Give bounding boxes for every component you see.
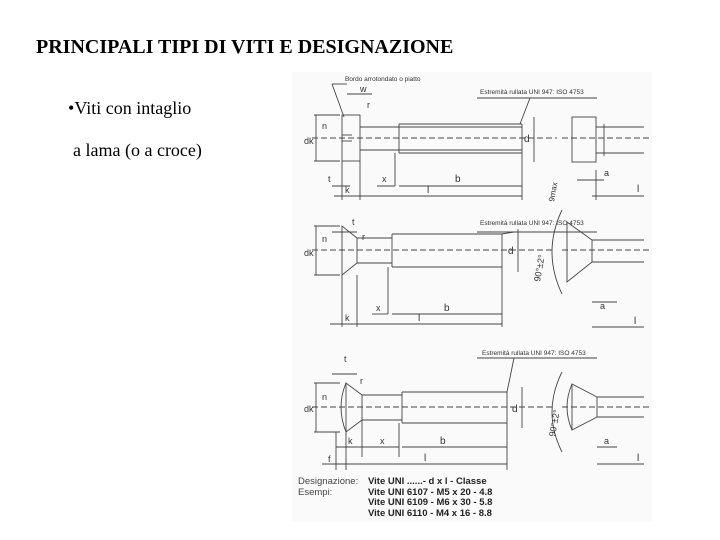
dim-k: k xyxy=(345,185,350,195)
example-item: Vite UNI 6109 - M6 x 30 - 5.8 xyxy=(368,497,493,508)
dim-l: l xyxy=(424,453,426,464)
bullet-marker: • xyxy=(68,98,75,118)
dim-b: b xyxy=(444,303,450,314)
dim-r: r xyxy=(360,376,363,386)
bullet-text: Viti con intaglio xyxy=(74,98,192,118)
dim-a: a xyxy=(604,168,609,178)
dim-d: d xyxy=(508,246,514,257)
dim-angle: 90°±2° xyxy=(532,253,547,282)
dim-t: t xyxy=(344,354,347,364)
dim-t: t xyxy=(328,174,331,184)
dim-n: n xyxy=(322,392,327,402)
bullet-text: a lama (o a croce) xyxy=(73,140,202,160)
callout-end-1: Estremità rullata UNI 947: ISO 4753 xyxy=(480,89,584,96)
dim-l: l xyxy=(637,453,639,464)
dim-t: t xyxy=(352,217,355,227)
technical-drawing: Bordo arrotondato o piatto w r n dk d t … xyxy=(304,76,650,470)
dim-n: n xyxy=(322,121,327,131)
designation-block: Designazione: Vite UNI ......- d x l - C… xyxy=(298,476,493,519)
examples-label: Esempi: xyxy=(298,486,333,498)
dim-b: b xyxy=(440,436,446,447)
dim-x: x xyxy=(376,303,381,313)
dim-n: n xyxy=(322,234,327,244)
dim-d: d xyxy=(512,404,518,415)
slide-title: PRINCIPALI TIPI DI VITI E DESIGNAZIONE xyxy=(36,36,454,58)
callout-edge: Bordo arrotondato o piatto xyxy=(345,76,421,83)
callout-end-2: Estremità rullata UNI 947: ISO 4753 xyxy=(480,220,584,227)
example-item: Vite UNI 6110 - M4 x 16 - 8.8 xyxy=(368,507,492,519)
designation-label: Designazione: xyxy=(298,476,359,487)
dim-dk: dk xyxy=(304,404,314,414)
dim-r: r xyxy=(362,232,365,242)
dim-d: d xyxy=(524,134,530,145)
designation-pattern: Vite UNI ......- d x l - Classe xyxy=(368,476,487,487)
bullet-item: •Viti con intaglio xyxy=(68,98,191,119)
dim-gmax: 9max xyxy=(547,182,559,203)
callout-end-3: Estremità rullata UNI 947: ISO 4753 xyxy=(482,350,586,357)
bullet-item-continuation: a lama (o a croce) xyxy=(73,140,202,161)
dim-r: r xyxy=(367,100,370,110)
dim-l: l xyxy=(418,313,420,324)
dim-k: k xyxy=(348,436,353,446)
dim-dk: dk xyxy=(304,136,314,146)
dim-x: x xyxy=(382,174,387,184)
screw-drawing-figure: Bordo arrotondato o piatto w r n dk d t … xyxy=(292,72,652,522)
example-item: Vite UNI 6107 - M5 x 20 - 4.8 xyxy=(368,486,493,498)
dim-b: b xyxy=(455,174,461,185)
dim-w: w xyxy=(359,84,367,94)
dim-a: a xyxy=(600,301,605,311)
dim-dk: dk xyxy=(304,248,314,258)
dim-l: l xyxy=(427,185,429,196)
dim-x: x xyxy=(380,436,385,446)
dim-angle: 90°±2° xyxy=(547,408,562,437)
dim-l: l xyxy=(637,184,639,195)
dim-f: f xyxy=(328,454,331,464)
dim-k: k xyxy=(345,313,350,323)
dim-a: a xyxy=(604,436,609,446)
dim-l: l xyxy=(634,316,636,327)
